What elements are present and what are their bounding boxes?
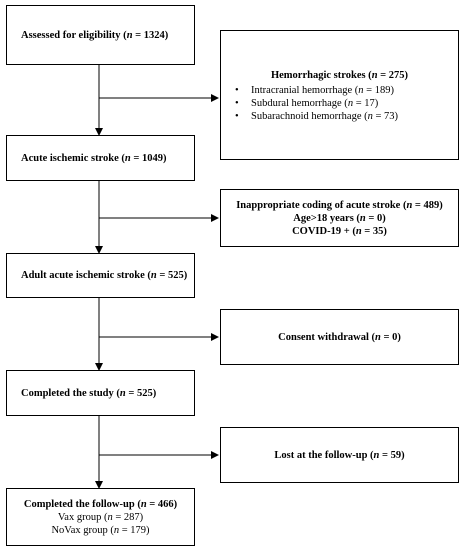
adult-text: Adult acute ischemic stroke (n = 525) (21, 270, 188, 281)
lost-box: Lost at the follow-up (n = 59) (220, 427, 459, 483)
followup-novax: NoVax group (n = 179) (51, 524, 150, 536)
followup-vax: Vax group (n = 287) (57, 511, 144, 523)
acute-box: Acute ischemic stroke (n = 1049) (6, 135, 195, 181)
lost-text: Lost at the follow-up (n = 59) (274, 449, 405, 461)
list-item: Subdural hemorrhage (n = 17) (235, 97, 458, 110)
coding-line-1: Inappropriate coding of acute stroke (n … (236, 199, 443, 211)
hemorrhagic-title: Hemorrhagic strokes (n = 275) (270, 70, 409, 81)
completed-box: Completed the study (n = 525) (6, 370, 195, 416)
hemorrhagic-list: Intracranial hemorrhage (n = 189) Subdur… (221, 84, 458, 123)
adult-box: Adult acute ischemic stroke (n = 525) (6, 253, 195, 298)
consent-text: Consent withdrawal (n = 0) (278, 331, 401, 343)
coding-line-3: COVID-19 + (n = 35) (292, 225, 387, 237)
coding-line-2: Age>18 years (n = 0) (293, 212, 386, 224)
completed-text: Completed the study (n = 525) (21, 387, 157, 399)
acute-text: Acute ischemic stroke (n = 1049) (21, 152, 167, 164)
list-item: Intracranial hemorrhage (n = 189) (235, 84, 458, 97)
assessed-box: Assessed for eligibility (n = 1324) (6, 5, 195, 65)
assessed-text: Assessed for eligibility (n = 1324) (21, 29, 169, 41)
consent-box: Consent withdrawal (n = 0) (220, 309, 459, 365)
coding-box: Inappropriate coding of acute stroke (n … (220, 189, 459, 247)
followup-box: Completed the follow-up (n = 466) Vax gr… (6, 488, 195, 546)
list-item: Subarachnoid hemorrhage (n = 73) (235, 110, 458, 123)
hemorrhagic-box: Hemorrhagic strokes (n = 275) Intracrani… (220, 30, 459, 160)
followup-title: Completed the follow-up (n = 466) (23, 498, 178, 510)
